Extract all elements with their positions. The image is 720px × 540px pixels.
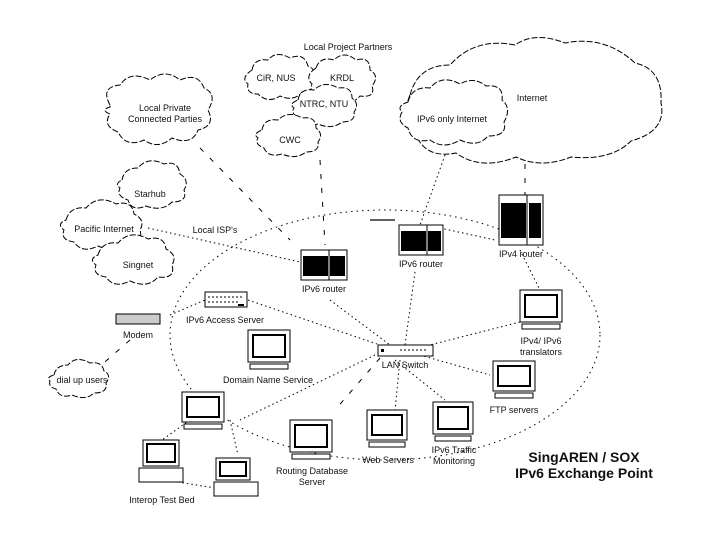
cloud-label: Connected Parties bbox=[128, 114, 203, 124]
ipv6-router-left: IPv6 router bbox=[300, 249, 348, 294]
cloud-dialup-users: dial up users bbox=[48, 359, 110, 399]
cloud-ipv6-only-internet: IPv6 only Internet bbox=[399, 79, 508, 146]
device-label: Routing Database bbox=[276, 466, 348, 476]
cloud-label: Local Private bbox=[139, 103, 191, 113]
link-cwc-to-router bbox=[319, 159, 326, 246]
cloud-label: Starhub bbox=[134, 189, 166, 199]
ipv6-access-server: IPv6 Access Server bbox=[186, 291, 264, 325]
device-label: IPv6 router bbox=[302, 284, 346, 294]
cloud-label: IPv6 only Internet bbox=[417, 114, 488, 124]
link-switch-to-traffic bbox=[394, 359, 446, 401]
device-label: IPv4 router bbox=[499, 249, 543, 259]
modem: Modem bbox=[115, 313, 161, 340]
device-label: Server bbox=[299, 477, 326, 487]
interop-test-bed: Interop Test Bed bbox=[129, 391, 259, 505]
device-label: IPv4/ IPv6 bbox=[520, 336, 561, 346]
group-label-local-project-partners: Local Project Partners bbox=[304, 42, 393, 52]
web-servers: Web Servers bbox=[362, 409, 414, 465]
lan-switch: LAN Switch bbox=[377, 344, 434, 370]
link-interop-3 bbox=[177, 481, 216, 489]
link-ipv6internet-to-router bbox=[419, 154, 446, 226]
cloud-starhub: Starhub bbox=[116, 160, 187, 209]
exchange-point-boundary bbox=[169, 209, 601, 461]
dns-server: Domain Name Service bbox=[223, 329, 313, 385]
cloud-cir-nus: CiR, NUS bbox=[244, 54, 315, 100]
group-label-local-isps: Local ISP's bbox=[193, 225, 238, 235]
cloud-singnet: Singnet bbox=[92, 234, 175, 285]
cloud-label: Internet bbox=[517, 93, 548, 103]
ftp-servers: FTP servers bbox=[490, 360, 539, 415]
device-label: LAN Switch bbox=[382, 360, 429, 370]
connections bbox=[89, 147, 541, 489]
cloud-cwc: CWC bbox=[255, 114, 322, 158]
ipv6-router-center: IPv6 router bbox=[398, 224, 444, 269]
cloud-label: KRDL bbox=[330, 73, 354, 83]
cloud-local-private: Local Private Connected Parties bbox=[104, 73, 213, 145]
device-label: Monitoring bbox=[433, 456, 475, 466]
link-router-to-switch bbox=[329, 299, 391, 346]
link-isp-to-router bbox=[147, 227, 301, 263]
cloud-label: dial up users bbox=[56, 375, 108, 385]
link-switch-to-routingdb bbox=[334, 357, 381, 411]
device-label: translators bbox=[520, 347, 563, 357]
link-router6-to-router4 bbox=[439, 227, 496, 241]
cloud-label: NTRC, NTU bbox=[300, 99, 349, 109]
diagram-subtitle: IPv6 Exchange Point bbox=[515, 465, 653, 481]
link-switch-to-web bbox=[394, 359, 401, 411]
routing-database-server: Routing Database Server bbox=[276, 419, 348, 487]
cloud-label: Singnet bbox=[123, 260, 154, 270]
link-switch-to-ftp bbox=[419, 354, 491, 376]
traffic-monitoring: IPv6 Traffic Monitoring bbox=[432, 401, 477, 466]
link-translator-to-switch bbox=[429, 321, 521, 346]
link-ipv4-to-translator bbox=[519, 249, 541, 291]
device-label: FTP servers bbox=[490, 405, 539, 415]
device-label: Web Servers bbox=[362, 455, 414, 465]
link-router6c-to-switch bbox=[404, 271, 416, 346]
diagram-title: SingAREN / SOX bbox=[528, 449, 640, 465]
link-accessserver-to-switch bbox=[247, 299, 381, 346]
link-interop-2 bbox=[229, 419, 239, 456]
device-label: IPv6 Access Server bbox=[186, 315, 264, 325]
cloud-label: CWC bbox=[279, 135, 301, 145]
cloud-ntrc-ntu: NTRC, NTU bbox=[291, 84, 358, 128]
device-label: Interop Test Bed bbox=[129, 495, 194, 505]
device-label: IPv6 Traffic bbox=[432, 445, 477, 455]
device-label: Domain Name Service bbox=[223, 375, 313, 385]
ipv4-router: IPv4 router bbox=[498, 194, 544, 259]
translators: IPv4/ IPv6 translators bbox=[519, 289, 563, 357]
cloud-label: CiR, NUS bbox=[256, 73, 295, 83]
device-label: Modem bbox=[123, 330, 153, 340]
link-modem-to-accessserver bbox=[169, 299, 206, 316]
device-label: IPv6 router bbox=[399, 259, 443, 269]
cloud-label: Pacific Internet bbox=[74, 224, 134, 234]
